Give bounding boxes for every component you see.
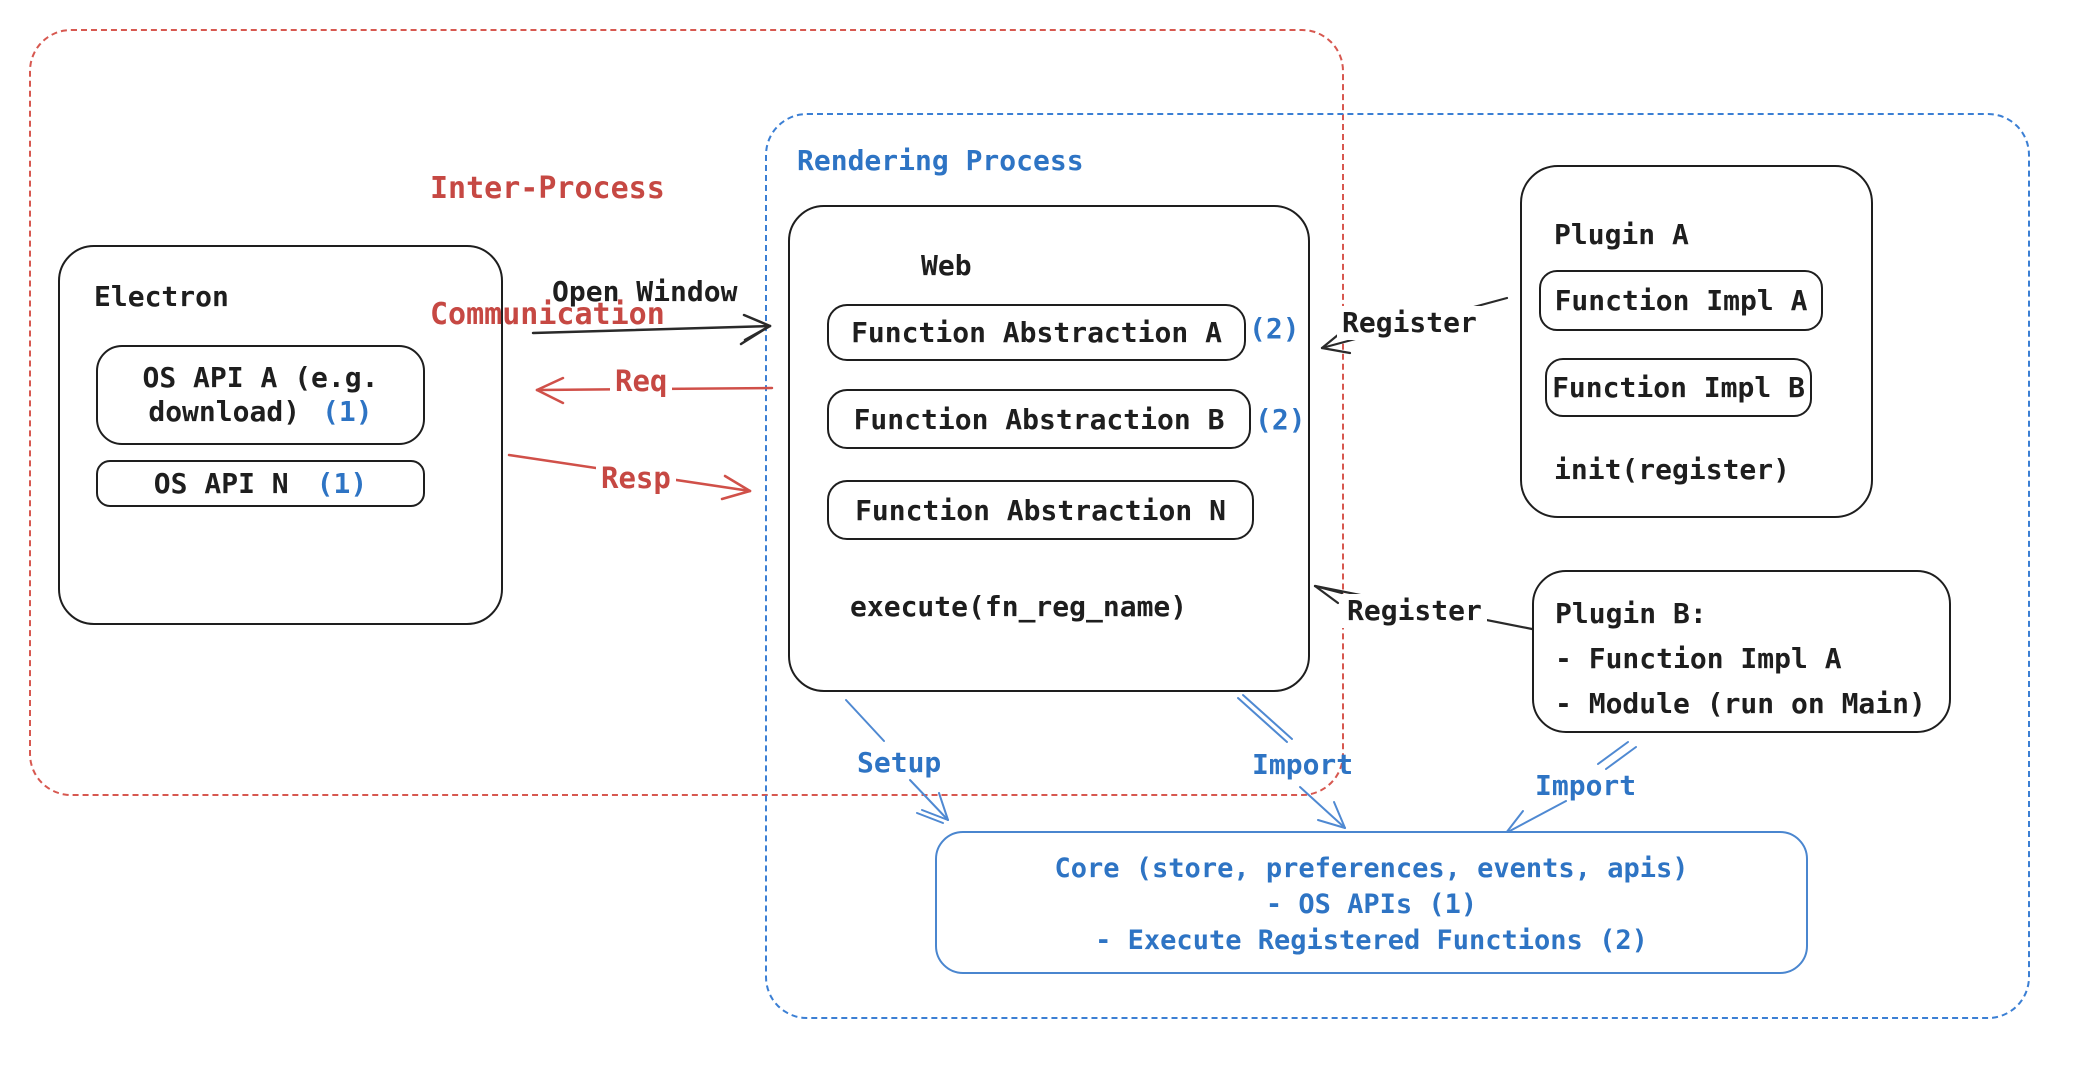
plugin-a-box: Plugin A Function Impl A Function Impl B… bbox=[1520, 165, 1873, 518]
core-line1: Core (store, preferences, events, apis) bbox=[1054, 853, 1689, 884]
os-api-n-text: OS API N bbox=[153, 467, 289, 500]
rendering-process-frame bbox=[765, 113, 2030, 1019]
plugin-b-title: Plugin B: bbox=[1555, 597, 1707, 630]
resp-label: Resp bbox=[596, 461, 676, 497]
os-api-a-line1: OS API A (e.g. bbox=[142, 361, 379, 394]
plugin-b-item1: - Function Impl A bbox=[1555, 642, 1842, 675]
function-impl-b-text: Function Impl B bbox=[1552, 371, 1805, 404]
function-abstraction-n-box: Function Abstraction N bbox=[827, 480, 1254, 540]
ipc-frame bbox=[29, 29, 1344, 796]
setup-arrow bbox=[845, 699, 949, 824]
open-window-arrow bbox=[531, 313, 772, 346]
function-abstraction-b-box: Function Abstraction B bbox=[827, 389, 1251, 449]
function-impl-a-box: Function Impl A bbox=[1539, 270, 1823, 331]
ipc-frame-label-line1: Inter-Process bbox=[430, 171, 665, 206]
os-api-a-line2: download) (1) bbox=[148, 395, 372, 429]
core-box: Core (store, preferences, events, apis) … bbox=[935, 831, 1808, 974]
function-abstraction-a-text: Function Abstraction A bbox=[851, 316, 1222, 349]
import-plugin-label: Import bbox=[1535, 769, 1637, 802]
function-abstraction-b-tag: (2) bbox=[1255, 403, 1306, 436]
function-impl-b-box: Function Impl B bbox=[1545, 358, 1812, 417]
electron-box: Electron OS API A (e.g. download) (1) OS … bbox=[58, 245, 503, 625]
req-label: Req bbox=[610, 364, 673, 400]
web-box: Web Function Abstraction A (2) Function … bbox=[788, 205, 1310, 692]
init-register-text: init(register) bbox=[1554, 453, 1791, 486]
electron-title: Electron bbox=[94, 280, 229, 313]
plugin-a-title: Plugin A bbox=[1554, 218, 1689, 251]
function-abstraction-a-box: Function Abstraction A bbox=[827, 304, 1246, 361]
function-abstraction-n-text: Function Abstraction N bbox=[855, 493, 1226, 527]
setup-label: Setup bbox=[857, 746, 942, 779]
import-web-arrow bbox=[1237, 694, 1346, 829]
web-title: Web bbox=[921, 249, 972, 282]
open-window-label: Open Window bbox=[552, 275, 738, 308]
plugin-b-box: Plugin B: - Function Impl A - Module (ru… bbox=[1532, 570, 1951, 733]
core-line2: - OS APIs (1) bbox=[1265, 889, 1478, 920]
os-api-a-tag: (1) bbox=[322, 395, 373, 428]
function-abstraction-a-tag: (2) bbox=[1249, 312, 1300, 345]
os-api-a-text: download) bbox=[148, 395, 301, 428]
os-api-n-box: OS API N (1) bbox=[96, 460, 425, 507]
function-impl-a-text: Function Impl A bbox=[1554, 284, 1808, 317]
function-abstraction-b-text: Function Abstraction B bbox=[853, 402, 1225, 436]
ipc-frame-label: Inter-Process Communication bbox=[430, 84, 665, 420]
execute-text: execute(fn_reg_name) bbox=[850, 590, 1188, 623]
core-line3: - Execute Registered Functions (2) bbox=[1095, 925, 1648, 956]
os-api-n-tag: (1) bbox=[316, 467, 368, 500]
plugin-b-item2: - Module (run on Main) bbox=[1555, 687, 1926, 720]
core-text: Core (store, preferences, events, apis) … bbox=[937, 833, 1806, 959]
ipc-frame-label-line2: Communication bbox=[430, 297, 665, 332]
rendering-process-label: Rendering Process bbox=[797, 144, 1084, 177]
register-bottom-label: Register bbox=[1342, 594, 1487, 629]
import-web-label: Import bbox=[1252, 748, 1354, 781]
os-api-a-box: OS API A (e.g. download) (1) bbox=[96, 345, 425, 445]
register-top-label: Register bbox=[1337, 306, 1482, 341]
